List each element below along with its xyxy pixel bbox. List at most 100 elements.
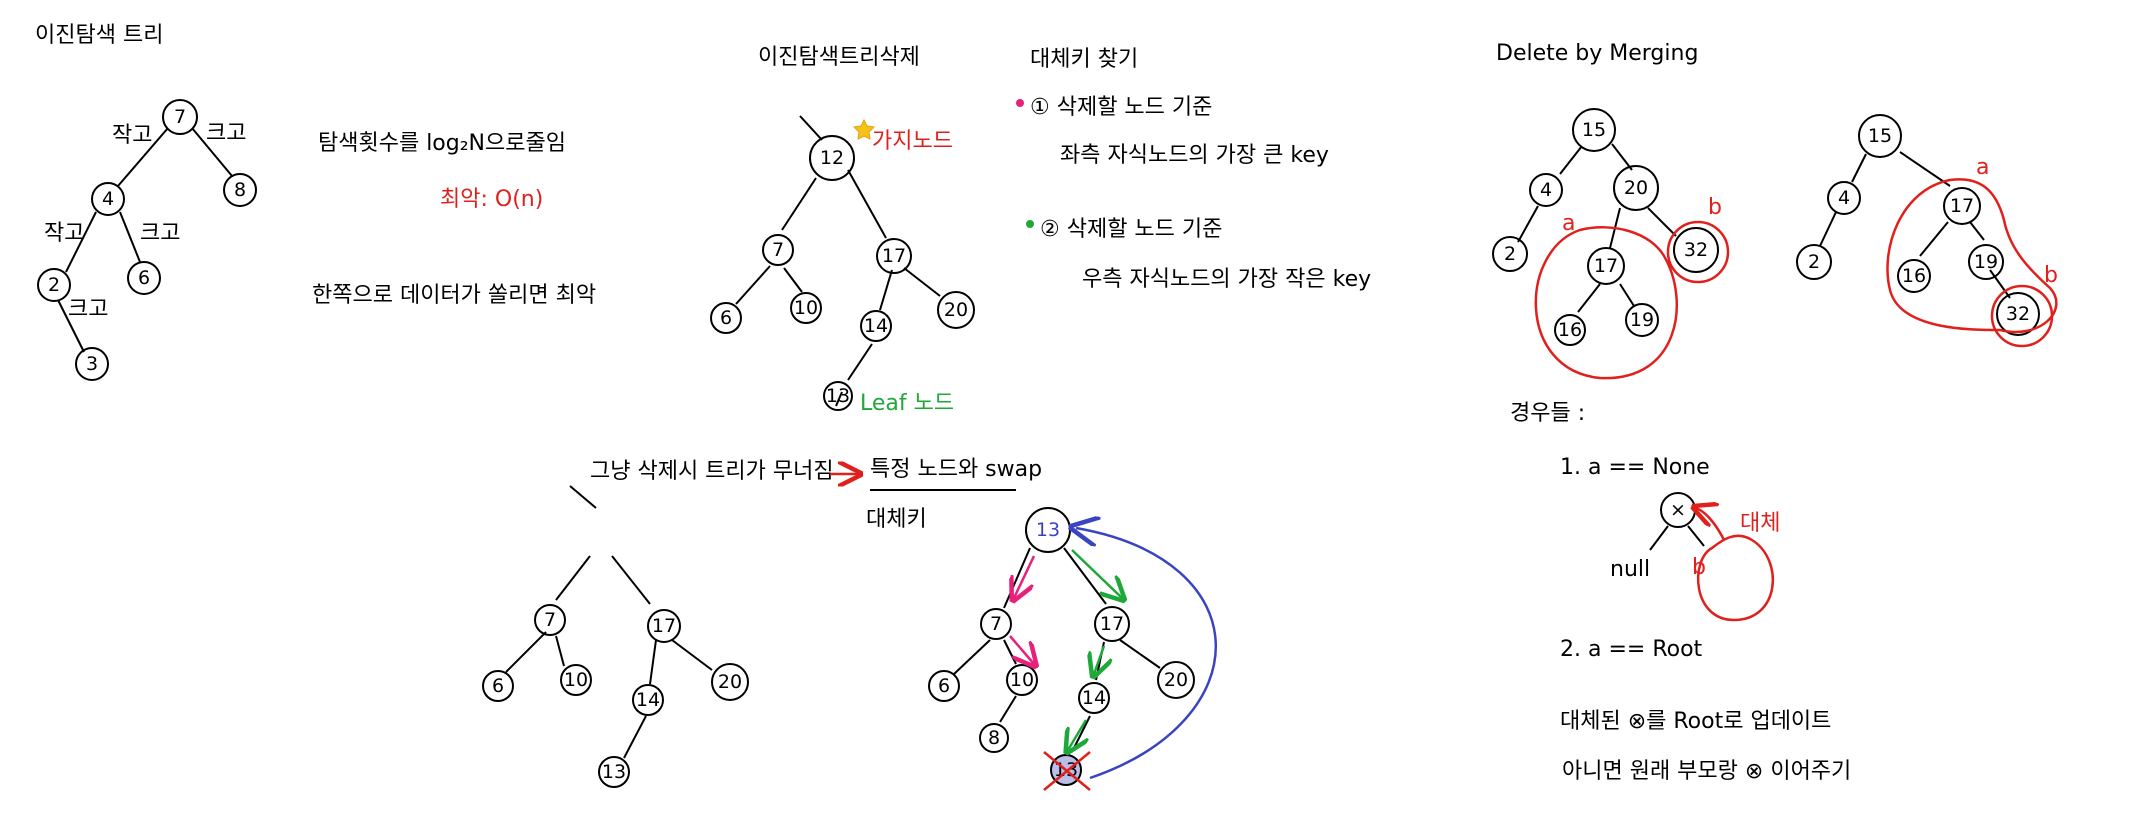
bst-node-7: 7 <box>162 99 198 135</box>
merge-tree2-edges <box>1819 151 2011 299</box>
svg-text:7: 7 <box>990 613 1002 635</box>
merged-a-outline <box>1886 178 2058 334</box>
svg-text:10: 10 <box>564 669 588 691</box>
pink-arrow-right <box>1009 635 1034 664</box>
bst-node-2: 2 <box>37 268 71 302</box>
bst-node-6: 6 <box>127 261 161 295</box>
svg-text:17: 17 <box>1950 195 1974 217</box>
svg-text:14: 14 <box>864 315 888 337</box>
svg-text:2: 2 <box>1808 251 1820 273</box>
merge2-node-19: 19 <box>1968 244 2004 280</box>
subtree-b-outline <box>1666 220 1730 284</box>
svg-text:32: 32 <box>1684 239 1708 261</box>
cases-title: 경우들 : <box>1510 401 1585 426</box>
merged-b-outline <box>1990 284 2054 348</box>
green-arrow-final <box>1068 719 1086 750</box>
delete-node-12: 12 <box>809 135 855 181</box>
merge1-node-20: 20 <box>1613 165 1659 211</box>
svg-text:20: 20 <box>944 299 968 321</box>
svg-text:17: 17 <box>652 615 676 637</box>
svg-text:7: 7 <box>544 609 556 631</box>
case1-label: 1. a == None <box>1560 455 1710 480</box>
section-swap: 그냥 삭제시 트리가 무너짐 특정 노드와 swap 대체키 7 17 6 10… <box>482 457 1217 791</box>
replace-item2-line2: 우측 자식노드의 가장 작은 key <box>1082 267 1371 292</box>
leaf-node-label: Leaf 노드 <box>860 391 954 416</box>
label-a-tree2: a <box>1976 155 1989 180</box>
svg-text:7: 7 <box>772 239 784 261</box>
replace-item2-line1: ② 삭제할 노드 기준 <box>1040 217 1222 242</box>
delete-edges <box>735 115 941 407</box>
svg-text:7: 7 <box>174 106 186 128</box>
svg-text:6: 6 <box>138 267 150 289</box>
merge2-node-16: 16 <box>1897 259 1931 293</box>
broken-edges <box>505 485 713 759</box>
merging-note-line2: 아니면 원래 부모랑 ⊗ 이어주기 <box>1562 759 1851 784</box>
svg-text:13: 13 <box>826 385 850 407</box>
swap-text: 특정 노드와 swap <box>870 457 1042 482</box>
swap-node-10: 10 <box>1006 664 1038 696</box>
merge2-node-17: 17 <box>1943 187 1981 225</box>
green-arrow-down <box>1094 645 1104 674</box>
bullet-green <box>1026 220 1034 228</box>
blue-swap-arrow <box>1076 528 1217 780</box>
swap-node-7: 7 <box>980 608 1012 640</box>
svg-text:15: 15 <box>1582 119 1606 141</box>
star-icon <box>852 118 876 140</box>
branch-node-label: 가지노드 <box>872 129 953 154</box>
svg-text:4: 4 <box>102 188 114 210</box>
delete-node-17: 17 <box>876 238 912 274</box>
replace-item1-line2: 좌측 자식노드의 가장 큰 key <box>1060 143 1329 168</box>
svg-text:32: 32 <box>2006 303 2030 325</box>
svg-text:8: 8 <box>988 727 1000 749</box>
merge1-node-16: 16 <box>1554 314 1586 346</box>
case2-label: 2. a == Root <box>1560 637 1703 662</box>
subtree-a-outline <box>1534 226 1678 380</box>
svg-text:13: 13 <box>602 761 626 783</box>
case1-replace-arrow <box>1696 508 1726 541</box>
svg-text:15: 15 <box>1868 125 1892 147</box>
merging-title: Delete by Merging <box>1496 41 1698 66</box>
replace-key-label: 대체키 <box>866 507 927 532</box>
svg-text:17: 17 <box>1100 613 1124 635</box>
svg-text:4: 4 <box>1838 187 1850 209</box>
svg-text:17: 17 <box>882 245 906 267</box>
swap-node-13-root: 13 <box>1025 507 1071 553</box>
edge-label-smaller-2: 작고 <box>44 221 84 246</box>
svg-text:6: 6 <box>938 675 950 697</box>
delete-title: 이진탐색트리삭제 <box>758 45 920 70</box>
merge2-node-32: 32 <box>1996 292 2040 336</box>
broken-node-14: 14 <box>632 684 664 716</box>
svg-text:4: 4 <box>1540 179 1552 201</box>
merge1-node-17: 17 <box>1587 247 1625 285</box>
merge1-node-15: 15 <box>1572 108 1616 152</box>
broken-node-20: 20 <box>711 663 749 701</box>
delete-node-7: 7 <box>762 234 794 266</box>
merge-tree1-edges <box>1517 143 1677 313</box>
swap-node-13-deleted: 13 <box>1043 751 1091 791</box>
broken-node-13: 13 <box>598 756 630 788</box>
svg-text:12: 12 <box>820 147 844 169</box>
case1-right-edge <box>1687 525 1705 547</box>
case1-b-subtree <box>1696 534 1775 622</box>
svg-text:19: 19 <box>1974 251 1998 273</box>
delete-node-20: 20 <box>937 291 975 329</box>
note-worst-case: 최악: O(n) <box>440 187 543 212</box>
broken-node-17: 17 <box>647 609 681 643</box>
bst-node-3: 3 <box>75 347 109 381</box>
svg-text:×: × <box>1670 499 1686 521</box>
svg-text:20: 20 <box>1624 177 1648 199</box>
bst-node-4: 4 <box>91 182 125 216</box>
svg-text:6: 6 <box>720 307 732 329</box>
swap-node-20: 20 <box>1157 661 1195 699</box>
svg-text:19: 19 <box>1630 309 1654 331</box>
merge1-node-4: 4 <box>1529 173 1563 207</box>
case1-null-label: null <box>1610 557 1650 582</box>
svg-text:20: 20 <box>1164 669 1188 691</box>
swap-node-8: 8 <box>979 723 1009 753</box>
merge1-node-2: 2 <box>1492 236 1528 272</box>
edge-label-bigger-2: 크고 <box>140 221 180 246</box>
merge2-node-2: 2 <box>1796 244 1832 280</box>
label-a-tree1: a <box>1562 211 1575 236</box>
section-bst-delete: 이진탐색트리삭제 12 7 17 6 10 14 20 13 가지노드 Leaf… <box>710 45 975 416</box>
section-replace-key: 대체키 찾기 ① 삭제할 노드 기준 좌측 자식노드의 가장 큰 key ② 삭… <box>1016 47 1371 292</box>
